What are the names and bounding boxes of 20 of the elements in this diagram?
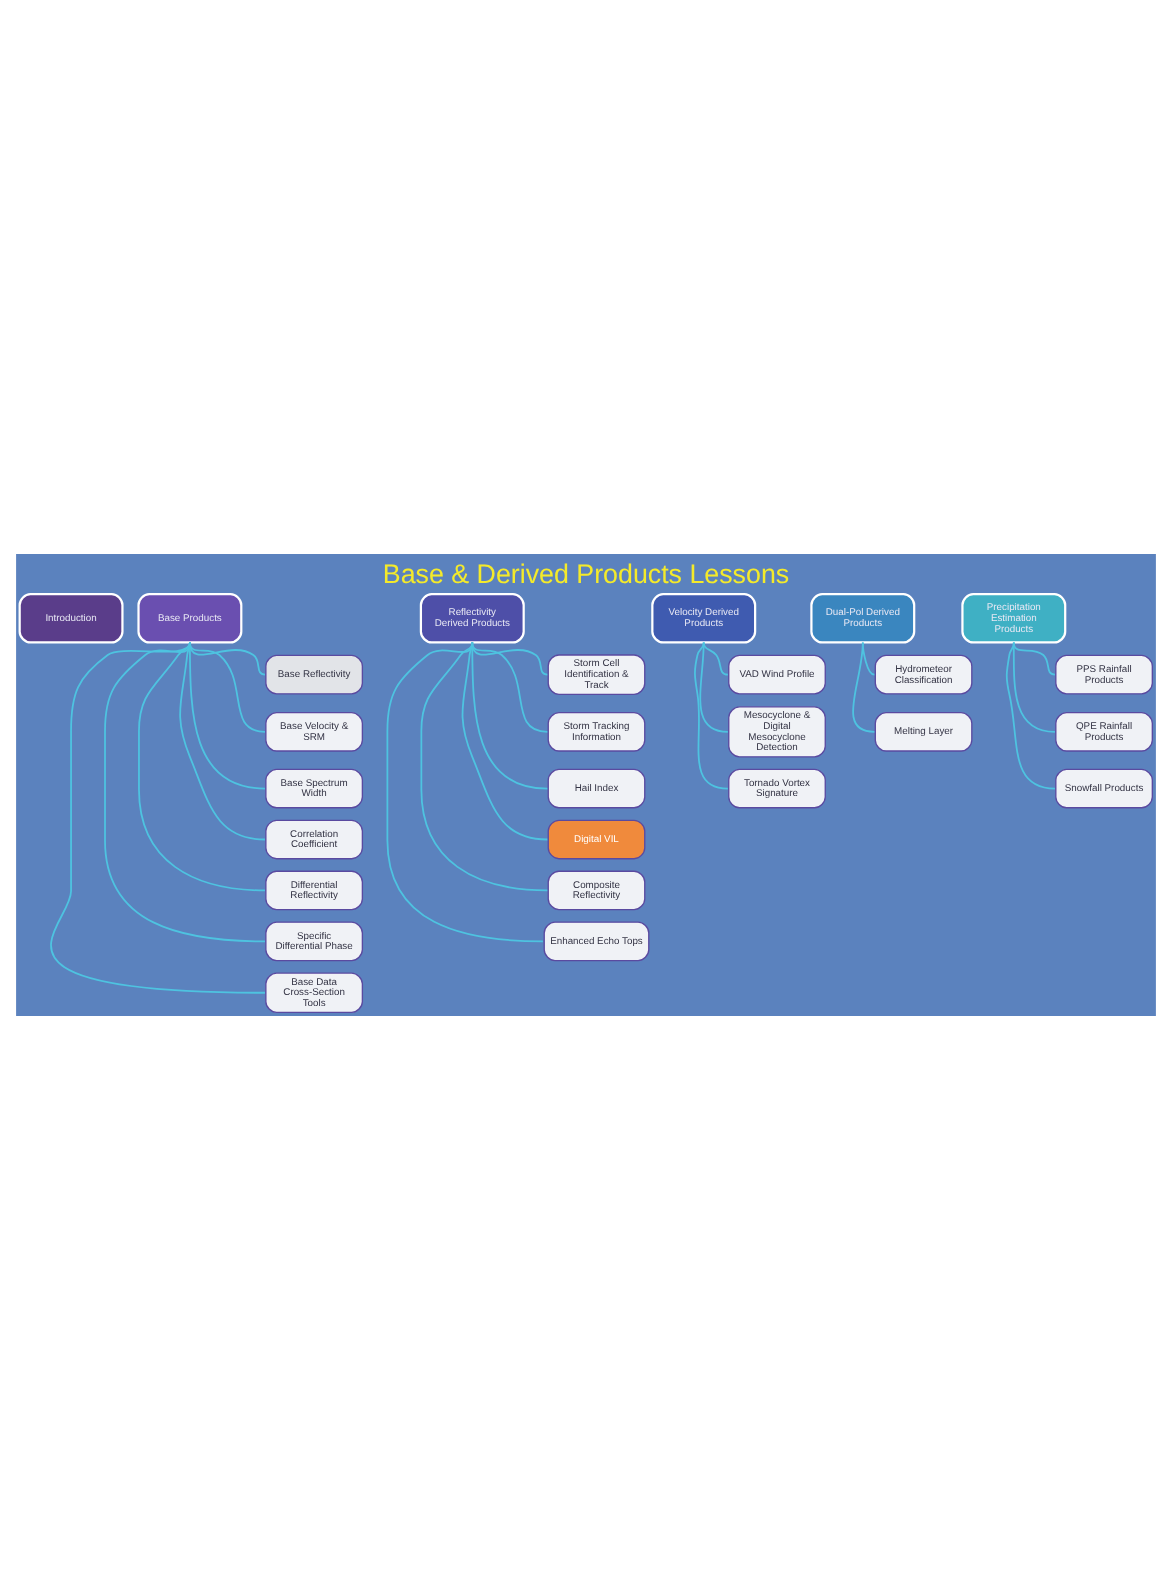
connector <box>471 641 549 733</box>
diagram-title: Base & Derived Products Lessons <box>382 558 790 589</box>
connector <box>699 641 729 733</box>
connector <box>852 641 876 733</box>
connector <box>138 641 266 892</box>
connector <box>386 641 544 943</box>
connector <box>189 641 266 733</box>
connector <box>179 641 266 841</box>
connector <box>702 641 729 676</box>
connector <box>104 641 266 943</box>
connector <box>1012 641 1056 733</box>
connector <box>420 641 549 892</box>
connector <box>1005 641 1056 790</box>
connector <box>189 641 266 790</box>
connector <box>694 641 729 790</box>
connector <box>50 641 266 994</box>
connector <box>861 641 876 676</box>
connector <box>471 641 549 790</box>
connector <box>1012 641 1056 676</box>
connector <box>461 641 549 841</box>
